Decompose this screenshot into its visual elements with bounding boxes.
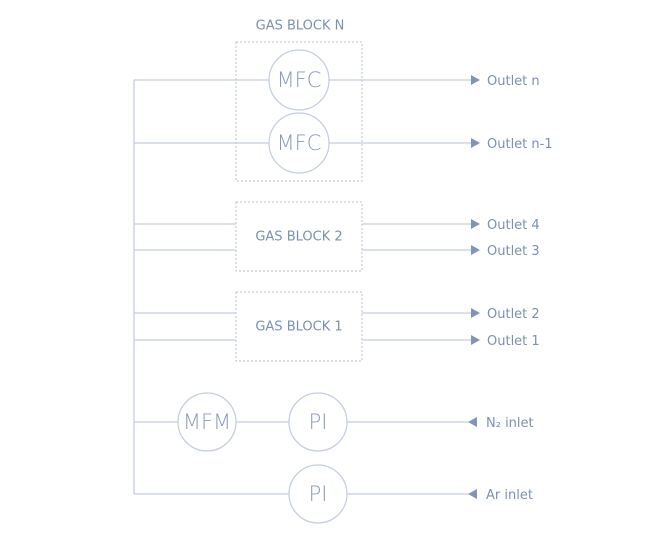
pi-n2 bbox=[288, 392, 348, 452]
pi-ar bbox=[288, 464, 348, 524]
arrow-left-icon bbox=[468, 489, 477, 499]
outlet-1: Outlet 1 bbox=[471, 334, 540, 349]
outlet-label: Outlet 2 bbox=[487, 307, 540, 322]
outlet-label: Outlet 3 bbox=[487, 244, 540, 259]
outlet-n: Outlet n bbox=[471, 74, 540, 89]
arrow-right-icon bbox=[471, 335, 480, 345]
gas-block-1-label: GAS BLOCK 1 bbox=[255, 320, 342, 335]
gas-block-2 bbox=[235, 201, 363, 272]
outlet-label: Outlet n-1 bbox=[487, 137, 553, 152]
outlet-3: Outlet 3 bbox=[471, 244, 540, 259]
mfm-label: MFM bbox=[183, 410, 231, 434]
gas-block-1 bbox=[235, 291, 363, 362]
arrow-right-icon bbox=[471, 75, 480, 85]
mfm bbox=[177, 392, 237, 452]
mfc-top bbox=[268, 49, 330, 111]
arrow-left-icon bbox=[468, 417, 477, 427]
n2-inlet: N₂ inlet bbox=[468, 416, 534, 431]
inlet-label: Ar inlet bbox=[486, 488, 533, 503]
gas-block-n-title: GAS BLOCK N bbox=[256, 19, 345, 34]
mfc-top-label: MFC bbox=[277, 68, 322, 92]
gas-block-n bbox=[235, 41, 363, 182]
pi-n2-label: PI bbox=[309, 410, 328, 434]
outlet-2: Outlet 2 bbox=[471, 307, 540, 322]
gas-block-2-label: GAS BLOCK 2 bbox=[255, 230, 342, 245]
outlet-4: Outlet 4 bbox=[471, 218, 540, 233]
outlet-n-1: Outlet n-1 bbox=[471, 137, 553, 152]
arrow-right-icon bbox=[471, 138, 480, 148]
arrow-right-icon bbox=[471, 308, 480, 318]
mfc-bottom bbox=[268, 112, 330, 174]
outlet-label: Outlet 4 bbox=[487, 218, 540, 233]
pi-ar-label: PI bbox=[309, 482, 328, 506]
outlet-label: Outlet 1 bbox=[487, 334, 540, 349]
outlet-label: Outlet n bbox=[487, 74, 540, 89]
mfc-bottom-label: MFC bbox=[277, 131, 322, 155]
arrow-right-icon bbox=[471, 245, 480, 255]
ar-inlet: Ar inlet bbox=[468, 488, 533, 503]
inlet-label: N₂ inlet bbox=[486, 416, 534, 431]
arrow-right-icon bbox=[471, 219, 480, 229]
